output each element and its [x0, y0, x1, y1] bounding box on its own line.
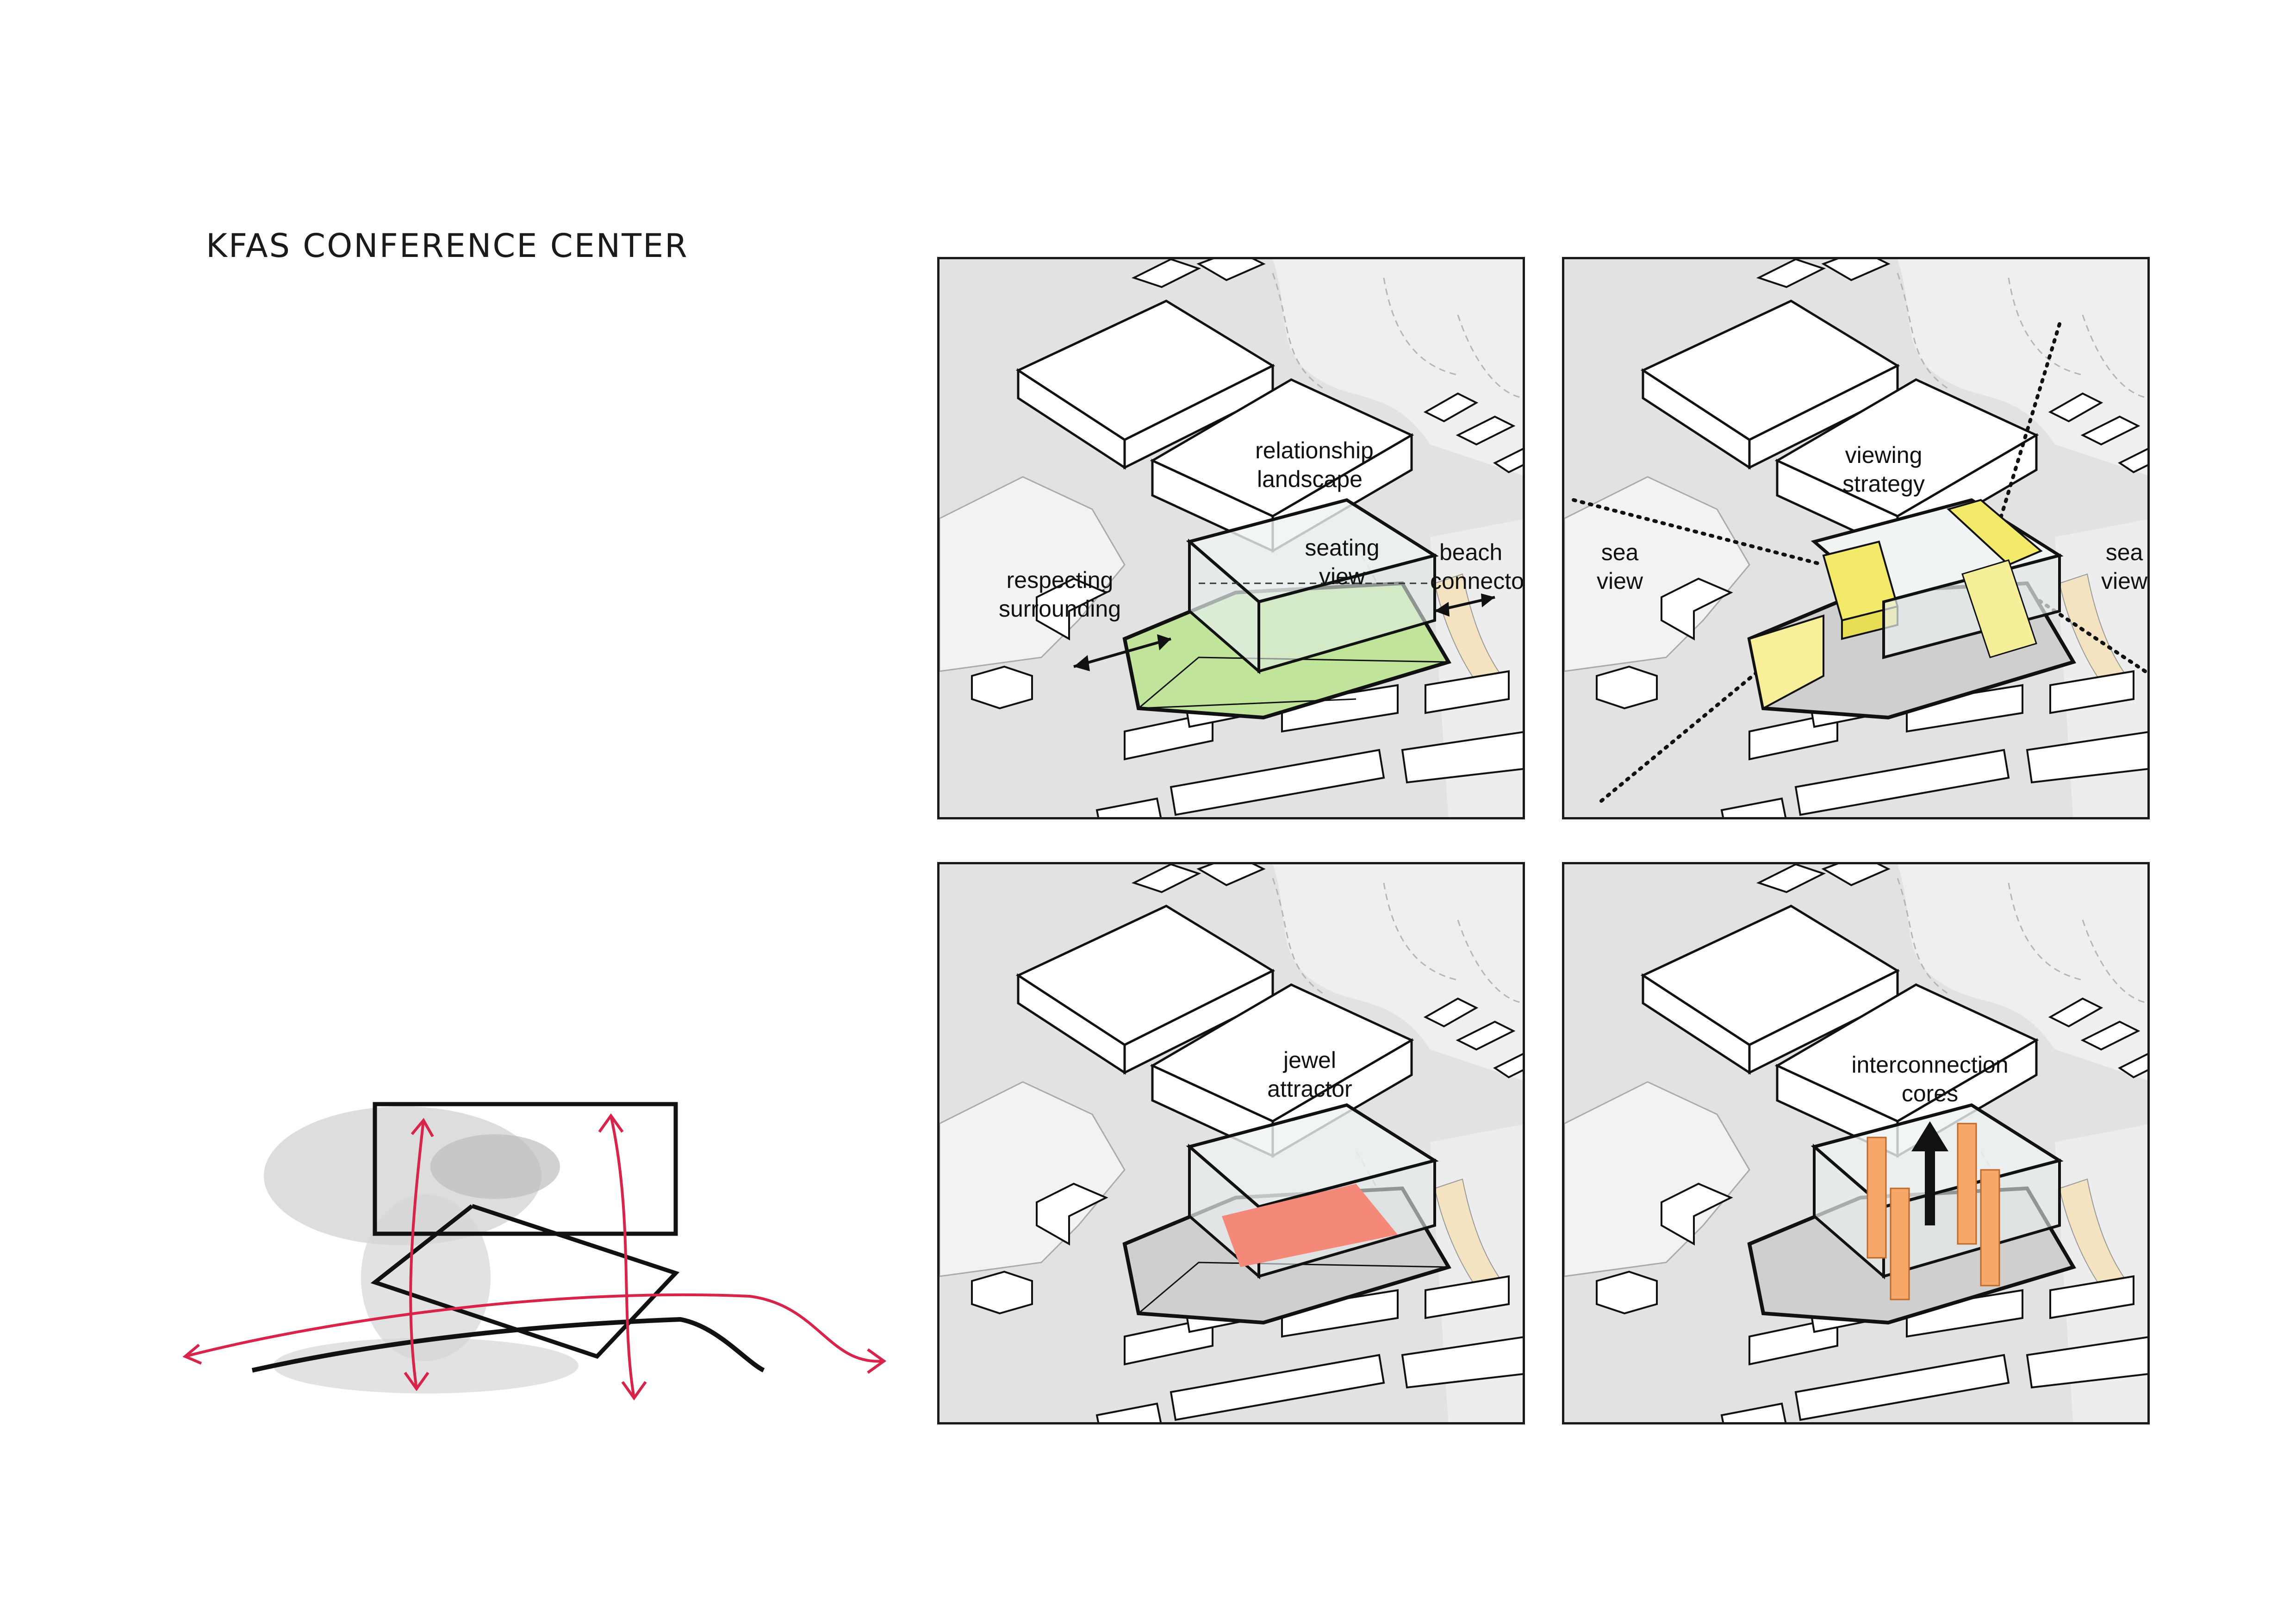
panel-label: view	[2101, 568, 2148, 594]
panel-relationship-landscape: relationship landscape seating view resp…	[937, 257, 1525, 819]
panel-label: surrounding	[999, 596, 1121, 622]
panel-label: view	[1597, 568, 1643, 594]
panel-label: sea	[1601, 539, 1639, 565]
panel-label: connector	[1430, 568, 1525, 594]
panel-drawing: viewing strategy sea view sea view	[1564, 259, 2148, 819]
arrowhead	[867, 1348, 887, 1374]
panel-label: seating	[1305, 535, 1379, 561]
panel-drawing: relationship landscape seating view resp…	[940, 259, 1525, 819]
concept-vertical-arrow	[409, 1120, 425, 1389]
panel-jewel-attractor: jewel attractor	[937, 862, 1525, 1424]
panel-label: attractor	[1267, 1076, 1352, 1102]
panel-label: landscape	[1257, 466, 1363, 492]
panel-label: strategy	[1842, 471, 1925, 497]
panel-interconnection-cores: interconnection cores	[1562, 862, 2150, 1424]
panel-label: viewing	[1845, 442, 1923, 468]
concept-box	[373, 1102, 678, 1236]
panel-label: jewel	[1282, 1047, 1336, 1073]
shadow-blob	[430, 1134, 560, 1199]
page-title: KFAS CONFERENCE CENTER	[206, 227, 689, 265]
concept-flow-arrow	[185, 1293, 884, 1363]
concept-ground-line	[251, 1317, 765, 1373]
panel-label: sea	[2106, 539, 2143, 565]
panel-label: cores	[1902, 1081, 1958, 1106]
arrowhead	[404, 1372, 429, 1392]
shadow-blob	[361, 1194, 491, 1361]
panel-label: relationship	[1255, 437, 1374, 463]
panel-viewing-strategy: viewing strategy sea view sea view	[1562, 257, 2150, 819]
arrowhead	[621, 1381, 647, 1401]
panel-label: interconnection	[1851, 1052, 2008, 1078]
panel-label: beach	[1439, 539, 1502, 565]
shadow-blob	[273, 1338, 579, 1393]
arrowhead	[182, 1343, 202, 1365]
concept-sketch	[182, 1102, 887, 1401]
panel-drawing: interconnection cores	[1564, 864, 2150, 1424]
arrowhead	[598, 1113, 624, 1133]
panel-label: respecting	[1007, 567, 1114, 593]
panel-drawing: jewel attractor	[940, 864, 1525, 1424]
arrowhead	[411, 1118, 434, 1137]
concept-vertical-arrow	[610, 1115, 635, 1399]
panel-label: view	[1319, 563, 1366, 589]
concept-parallelogram	[370, 1204, 680, 1359]
